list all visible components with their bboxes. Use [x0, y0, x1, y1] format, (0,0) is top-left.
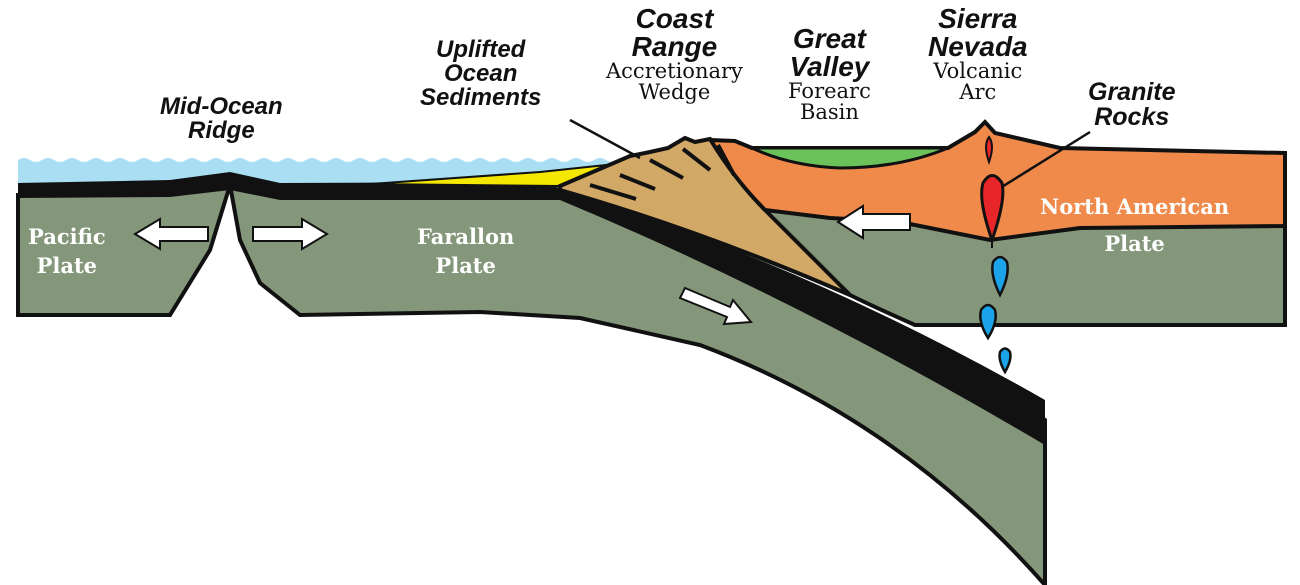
granite-rocks-label: Granite Rocks [1088, 80, 1176, 130]
label-line: Plate [1104, 231, 1165, 256]
farallon-plate-label: Farallon Plate [417, 226, 514, 276]
label-line: Pacific [28, 224, 106, 249]
label-line: Sierra [938, 3, 1018, 34]
label-line: Coast [635, 3, 714, 34]
arrow-subduction-icon [678, 286, 753, 326]
magma-droplet-2 [979, 303, 997, 341]
coast-range-label: Coast Range Accretionary Wedge [606, 5, 743, 103]
sierra-nevada-label: Sierra Nevada Volcanic Arc [928, 5, 1028, 103]
label-line: Forearc [788, 79, 871, 103]
arrow-left-icon [133, 217, 209, 251]
oceanic-crust [18, 172, 1045, 445]
label-line: Ocean [444, 60, 518, 87]
label-line: Accretionary [606, 59, 743, 83]
label-line: Mid-Ocean [160, 93, 283, 120]
label-line: Valley [789, 51, 870, 82]
magma-droplet-1 [991, 255, 1009, 298]
forearc-basin [751, 146, 949, 170]
label-line: Range [631, 31, 718, 62]
label-line: Great [792, 23, 866, 54]
label-line: Plate [435, 253, 496, 278]
label-line: Farallon [417, 224, 515, 249]
great-valley-label: Great Valley Forearc Basin [788, 25, 871, 123]
arrow-westward-icon [836, 204, 911, 240]
label-line: Plate [36, 253, 98, 278]
label-line: Granite [1088, 78, 1176, 106]
north-american-lithosphere [754, 207, 1287, 327]
sediments-leader-line [569, 118, 641, 160]
label-line: Uplifted [436, 36, 526, 63]
pacific-plate-label: Pacific Plate [28, 226, 106, 276]
label-line: Ridge [188, 117, 255, 144]
label-line: Rocks [1094, 103, 1170, 131]
label-line: North American [1040, 194, 1230, 219]
label-line: Volcanic [933, 59, 1023, 83]
label-line: Arc [959, 80, 997, 104]
north-american-plate-label: North American Plate [1040, 196, 1229, 254]
label-line: Sediments [420, 84, 542, 111]
granite-leader-line [996, 130, 1091, 192]
label-line: Wedge [638, 80, 711, 104]
thrust-faults [589, 144, 736, 201]
uplifted-sediments-label: Uplifted Ocean Sediments [420, 38, 541, 110]
accretionary-wedge [558, 135, 852, 297]
mid-ocean-ridge-label: Mid-Ocean Ridge [160, 95, 283, 143]
granite-pluton-small [985, 135, 993, 166]
label-line: Basin [799, 100, 859, 124]
arrow-right-icon [252, 217, 329, 251]
granite-pluton-large [980, 174, 1005, 245]
magma-droplet-3 [998, 347, 1012, 375]
label-line: Nevada [928, 31, 1028, 62]
